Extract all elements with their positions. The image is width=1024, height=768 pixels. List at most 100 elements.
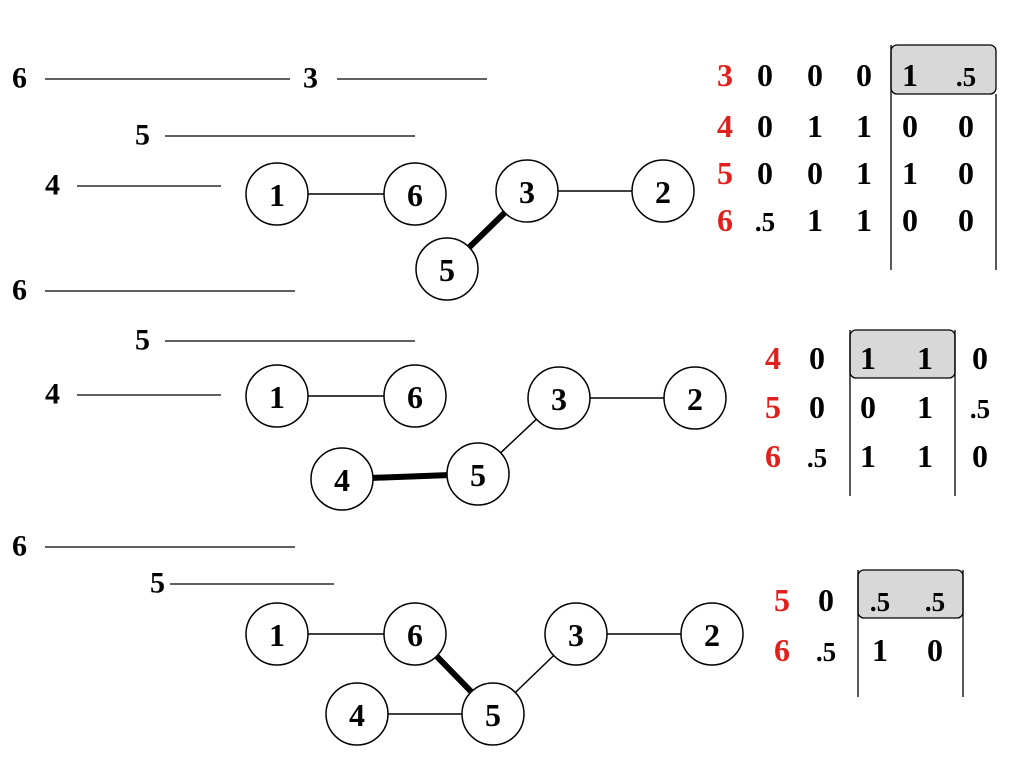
node-circle [446, 442, 510, 506]
matrix-row-label: 6 [765, 438, 781, 474]
node-circle [383, 602, 447, 666]
matrix-cell: 1 [856, 155, 872, 191]
node-label: 3 [519, 174, 535, 210]
matrix-row-label: 3 [717, 57, 733, 93]
tree-node: 6 [383, 162, 447, 226]
node-label: 1 [269, 379, 285, 415]
matrix-cell: 0 [757, 108, 773, 144]
tree-node: 4 [310, 447, 374, 511]
matrix-row-label: 4 [717, 108, 733, 144]
node-circle [663, 366, 727, 430]
tree-edges [308, 190, 632, 250]
matrix-cell: .5 [970, 394, 990, 424]
node-label: 3 [551, 381, 567, 417]
matrix-cell: 0 [807, 57, 823, 93]
matrix-cell: 0 [757, 57, 773, 93]
matrix-row-label: 5 [765, 389, 781, 425]
node-label: 6 [407, 617, 423, 653]
matrix-cell: 0 [902, 202, 918, 238]
node-label: 5 [485, 697, 501, 733]
node-circle [544, 602, 608, 666]
node-circle [245, 162, 309, 226]
matrix-cell: 0 [856, 57, 872, 93]
tree-node: 3 [544, 602, 608, 666]
matrix-cell: 1 [860, 438, 876, 474]
level-label: 4 [45, 169, 60, 202]
tree-edges [308, 395, 664, 481]
tree-node: 1 [245, 364, 309, 428]
node-label: 6 [407, 379, 423, 415]
matrix-cell: .5 [870, 587, 890, 617]
tree-node: 2 [631, 159, 695, 223]
matrix-cell: .5 [816, 637, 836, 667]
matrix-cell: 0 [757, 155, 773, 191]
merge-edge [467, 210, 507, 250]
tree-node: 3 [495, 159, 559, 223]
tree-nodes: 1 6 3 2 4 5 [245, 602, 744, 746]
matrix-cell: 0 [809, 389, 825, 425]
tree-edges [308, 633, 681, 715]
matrix-cell: 1 [917, 438, 933, 474]
matrix-row-label: 6 [717, 202, 733, 238]
matrix-cell: .5 [807, 443, 827, 473]
matrix-row-label: 5 [717, 155, 733, 191]
matrix-cell: 1 [917, 340, 933, 376]
merge-edge [434, 654, 474, 694]
matrix-cell: 1 [917, 389, 933, 425]
node-circle [310, 447, 374, 511]
node-label: 4 [349, 697, 365, 733]
tree-node: 1 [245, 162, 309, 226]
level-labels: 654 [12, 274, 415, 411]
matrix-cell: .5 [925, 587, 945, 617]
node-circle [461, 682, 525, 746]
node-circle [245, 602, 309, 666]
node-label: 2 [704, 617, 720, 653]
tree-node: 3 [527, 366, 591, 430]
matrix-cell: 0 [902, 108, 918, 144]
node-label: 4 [334, 462, 350, 498]
matrix-cell: 0 [958, 202, 974, 238]
tree-node: 6 [383, 602, 447, 666]
matrix-cell: 1 [872, 632, 888, 668]
matrix-row-label: 5 [774, 582, 790, 618]
level-label: 6 [12, 62, 27, 95]
node-circle [383, 162, 447, 226]
matrix-cell: 1 [860, 340, 876, 376]
matrix-cell: 0 [860, 389, 876, 425]
level-label: 4 [45, 378, 60, 411]
tree-node: 2 [680, 602, 744, 666]
matrix-row-label: 6 [774, 632, 790, 668]
node-label: 6 [407, 177, 423, 213]
matrix-cell: 0 [972, 340, 988, 376]
tree-nodes: 1 6 3 2 5 [245, 159, 695, 301]
node-circle [325, 682, 389, 746]
node-label: 5 [439, 252, 455, 288]
matrix-row-label: 4 [765, 340, 781, 376]
tree-node: 1 [245, 602, 309, 666]
matrix-cell: 0 [927, 632, 943, 668]
node-label: 3 [568, 617, 584, 653]
level-labels: 65 [12, 530, 334, 600]
matrix-cell: 1 [902, 57, 918, 93]
node-label: 1 [269, 617, 285, 653]
level-label: 3 [303, 62, 318, 95]
node-circle [631, 159, 695, 223]
node-circle [415, 237, 479, 301]
matrix-cell: 1 [807, 108, 823, 144]
level-label: 5 [135, 324, 150, 357]
node-circle [383, 364, 447, 428]
tree-node: 2 [663, 366, 727, 430]
node-label: 2 [687, 381, 703, 417]
merge-edge [372, 472, 448, 481]
node-label: 1 [269, 177, 285, 213]
matrix-cell: 0 [809, 340, 825, 376]
node-circle [495, 159, 559, 223]
tree-node: 5 [461, 682, 525, 746]
matrix-cell: 0 [818, 582, 834, 618]
tree-node: 6 [383, 364, 447, 428]
